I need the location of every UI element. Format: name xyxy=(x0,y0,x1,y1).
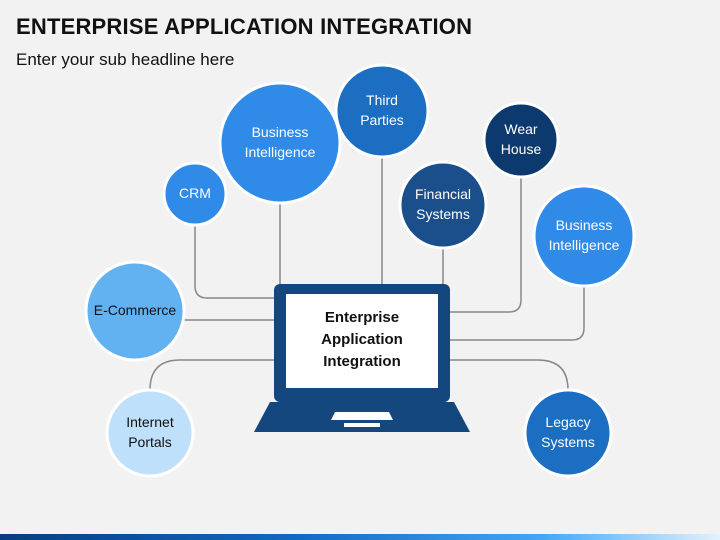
node-circle-business-intelligence-2 xyxy=(532,184,636,288)
node-circle-financial-systems xyxy=(398,160,488,250)
connector-business-intelligence-2 xyxy=(450,286,585,341)
node-circle-wear-house xyxy=(482,101,560,179)
laptop-keyboard xyxy=(331,412,393,420)
laptop xyxy=(254,284,470,432)
page-subtitle: Enter your sub headline here xyxy=(16,50,235,69)
node-circle-third-parties xyxy=(334,63,430,159)
node-circle-crm xyxy=(162,161,228,227)
node-circle-internet-portals xyxy=(105,388,195,478)
connectors xyxy=(149,157,585,391)
laptop-trackpad xyxy=(344,423,380,427)
node-circle-e-commerce xyxy=(84,260,186,362)
connector-crm xyxy=(194,225,274,299)
laptop-screen xyxy=(286,294,438,388)
connector-legacy-systems xyxy=(450,359,569,391)
node-circle-business-intelligence-1 xyxy=(218,81,342,205)
node-circle-legacy-systems xyxy=(523,388,613,478)
bottom-accent-bar xyxy=(0,534,720,540)
connector-wear-house xyxy=(450,177,522,313)
nodes xyxy=(84,63,636,478)
center-label: Enterprise Application Integration xyxy=(321,309,403,370)
page-title: ENTERPRISE APPLICATION INTEGRATION xyxy=(16,14,473,39)
connector-internet-portals xyxy=(149,359,274,391)
